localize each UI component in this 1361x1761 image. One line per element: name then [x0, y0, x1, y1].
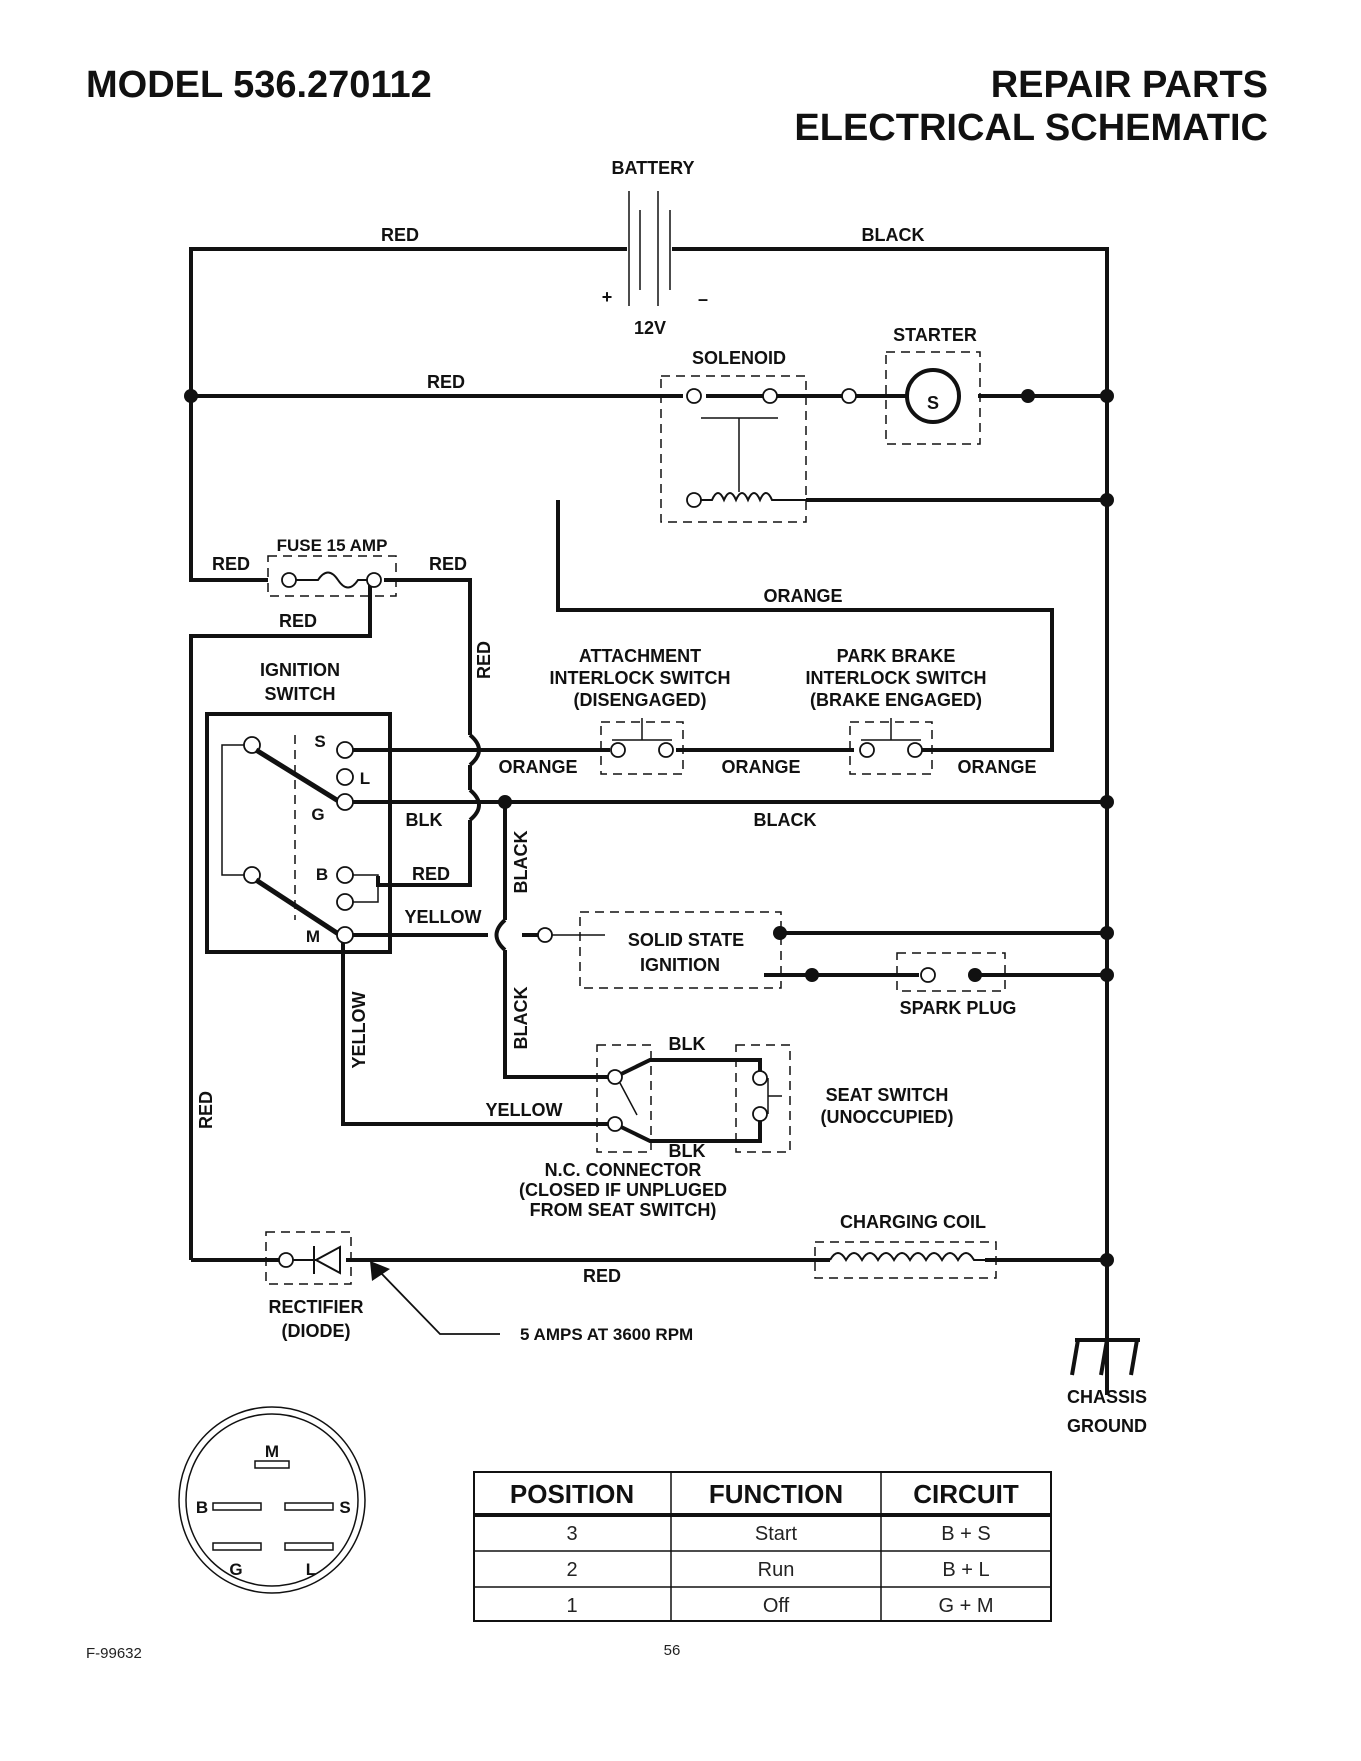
- table-cell: B + L: [942, 1559, 989, 1581]
- model-title: MODEL 536.270112: [86, 64, 432, 106]
- solenoid-label: SOLENOID: [692, 348, 786, 368]
- table-header-function: FUNCTION: [709, 1479, 843, 1509]
- battery-plus-label: +: [602, 287, 613, 307]
- table-cell: Start: [755, 1523, 798, 1545]
- ignition-switch: S L G B M IGNITION SWITCH: [205, 660, 392, 954]
- table-cell: G + M: [938, 1595, 993, 1617]
- rectifier: RECTIFIER (DIODE) 5 AMPS AT 3600 RPM: [265, 1231, 693, 1344]
- chassis-ground: CHASSIS GROUND: [1067, 1338, 1147, 1436]
- ssi-label-2: IGNITION: [640, 955, 720, 975]
- wire-label-red: RED: [583, 1266, 621, 1286]
- nc-connector-label-3: FROM SEAT SWITCH): [530, 1200, 717, 1220]
- chassis-ground-label-2: GROUND: [1067, 1416, 1147, 1436]
- plug-l-label: L: [306, 1560, 316, 1579]
- rectifier-label-1: RECTIFIER: [268, 1297, 363, 1317]
- plug-s-label: S: [339, 1498, 350, 1517]
- wire-label-red: RED: [474, 641, 494, 679]
- table-cell: 1: [566, 1595, 577, 1617]
- ssi-label-1: SOLID STATE: [628, 930, 744, 950]
- ignition-plug-diagram: M B S G L: [178, 1406, 366, 1594]
- terminal-l-label: L: [360, 769, 370, 788]
- fuse: FUSE 15 AMP: [267, 536, 397, 597]
- wire-label-red: RED: [381, 225, 419, 245]
- spark-plug-label: SPARK PLUG: [900, 998, 1017, 1018]
- rectifier-label-2: (DIODE): [282, 1321, 351, 1341]
- wire-label-red: RED: [196, 1091, 216, 1129]
- charging-coil-label: CHARGING COIL: [840, 1212, 986, 1232]
- wire-label-orange: ORANGE: [957, 757, 1036, 777]
- table-header-circuit: CIRCUIT: [913, 1479, 1019, 1509]
- table-cell: Run: [758, 1559, 795, 1581]
- wire-label-yellow: YELLOW: [405, 907, 482, 927]
- seat-switch-label-2: (UNOCCUPIED): [821, 1107, 954, 1127]
- ignition-switch-label-2: SWITCH: [265, 684, 336, 704]
- page-title-line1: REPAIR PARTS: [991, 64, 1268, 106]
- wire-label-blk: BLK: [406, 810, 443, 830]
- wire-label-blk: BLK: [669, 1141, 706, 1161]
- wire-label-yellow: YELLOW: [486, 1100, 563, 1120]
- attachment-label-1: ATTACHMENT: [579, 646, 701, 666]
- table-cell: B + S: [941, 1523, 990, 1545]
- amps-note: 5 AMPS AT 3600 RPM: [520, 1325, 693, 1344]
- wire-label-black: BLACK: [862, 225, 925, 245]
- battery-label: BATTERY: [612, 158, 695, 178]
- nc-connector-label-2: (CLOSED IF UNPLUGED: [519, 1180, 727, 1200]
- wire-label-red: RED: [427, 372, 465, 392]
- ignition-switch-label-1: IGNITION: [260, 660, 340, 680]
- wire-label-red: RED: [412, 864, 450, 884]
- plug-m-label: M: [265, 1442, 279, 1461]
- attachment-label-2: INTERLOCK SWITCH: [550, 668, 731, 688]
- table-cell: Off: [763, 1595, 790, 1617]
- junctions: [184, 389, 1114, 1267]
- figure-code: F-99632: [86, 1645, 142, 1662]
- wire-label-blk: BLK: [669, 1034, 706, 1054]
- table-header-position: POSITION: [510, 1479, 634, 1509]
- terminal-b-label: B: [316, 865, 328, 884]
- charging-coil: CHARGING COIL: [814, 1212, 997, 1279]
- wire-label-red: RED: [279, 611, 317, 631]
- wire-label-black: BLACK: [511, 987, 531, 1050]
- wire-label-black: BLACK: [511, 831, 531, 894]
- wire-label-red: RED: [429, 554, 467, 574]
- wire-label-orange: ORANGE: [498, 757, 577, 777]
- switch-position-table: POSITION FUNCTION CIRCUIT 3 Start B + S …: [473, 1471, 1052, 1622]
- wire-label-yellow: YELLOW: [349, 991, 369, 1068]
- page-number: 56: [664, 1642, 681, 1659]
- terminal-s-label: S: [314, 732, 325, 751]
- nc-connector-label-1: N.C. CONNECTOR: [545, 1160, 702, 1180]
- battery: BATTERY 12V + –: [602, 158, 708, 338]
- solenoid: SOLENOID: [660, 348, 807, 523]
- table-cell: 3: [566, 1523, 577, 1545]
- park-brake-interlock-switch: PARK BRAKE INTERLOCK SWITCH (BRAKE ENGAG…: [806, 646, 987, 775]
- seat-switch: SEAT SWITCH (UNOCCUPIED) N.C. CONNECTOR …: [519, 1044, 954, 1220]
- park-brake-label-3: (BRAKE ENGAGED): [810, 690, 982, 710]
- battery-minus-label: –: [698, 289, 708, 309]
- chassis-ground-label-1: CHASSIS: [1067, 1387, 1147, 1407]
- solid-state-ignition: SOLID STATE IGNITION: [537, 911, 782, 989]
- spark-plug: SPARK PLUG: [896, 952, 1017, 1018]
- seat-switch-label-1: SEAT SWITCH: [826, 1085, 949, 1105]
- plug-g-label: G: [229, 1560, 242, 1579]
- attachment-label-3: (DISENGAGED): [573, 690, 706, 710]
- terminal-g-label: G: [311, 805, 324, 824]
- wire-label-orange: ORANGE: [721, 757, 800, 777]
- wire-labels: RED BLACK RED RED RED RED ORANGE RED ORA…: [196, 225, 1037, 1286]
- battery-voltage-label: 12V: [634, 318, 666, 338]
- starter-label: STARTER: [893, 325, 977, 345]
- page-title-line2: ELECTRICAL SCHEMATIC: [794, 107, 1268, 149]
- plug-b-label: B: [196, 1498, 208, 1517]
- attachment-interlock-switch: ATTACHMENT INTERLOCK SWITCH (DISENGAGED): [550, 646, 731, 775]
- table-cell: 2: [566, 1559, 577, 1581]
- wire-label-orange: ORANGE: [763, 586, 842, 606]
- fuse-label: FUSE 15 AMP: [277, 536, 388, 555]
- wire-label-black: BLACK: [754, 810, 817, 830]
- wire-label-red: RED: [212, 554, 250, 574]
- starter-symbol: S: [927, 393, 939, 413]
- starter: S STARTER: [841, 325, 981, 445]
- park-brake-label-2: INTERLOCK SWITCH: [806, 668, 987, 688]
- terminal-m-label: M: [306, 927, 320, 946]
- park-brake-label-1: PARK BRAKE: [837, 646, 956, 666]
